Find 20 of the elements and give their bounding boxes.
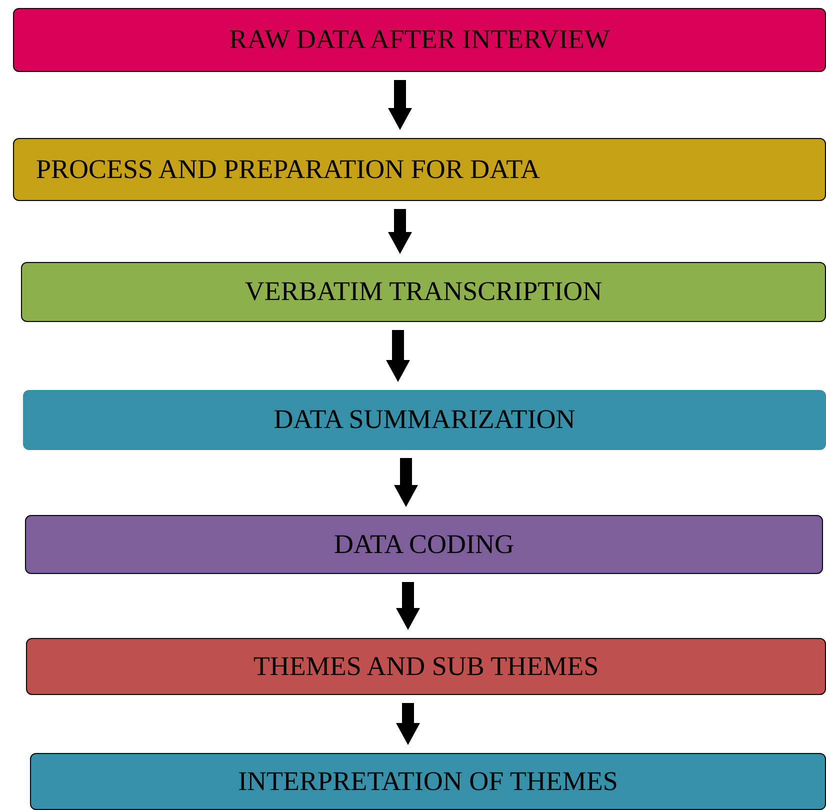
process-box <box>13 8 826 72</box>
step-label: DATA SUMMARIZATION <box>274 403 576 436</box>
process-box <box>26 638 826 695</box>
arrow <box>388 80 412 130</box>
step-label: RAW DATA AFTER INTERVIEW <box>229 23 610 56</box>
arrow <box>388 209 412 254</box>
process-box <box>21 262 826 322</box>
step-label: THEMES AND SUB THEMES <box>253 650 599 683</box>
process-box <box>13 138 826 201</box>
process-box <box>23 390 826 450</box>
process-box <box>30 753 826 810</box>
arrow <box>396 582 420 630</box>
step-label: VERBATIM TRANSCRIPTION <box>244 275 602 308</box>
arrow <box>394 458 418 507</box>
step-label: DATA CODING <box>334 528 514 561</box>
step-label: INTERPRETATION OF THEMES <box>238 764 618 798</box>
process-box <box>25 515 823 574</box>
arrow <box>396 703 420 745</box>
arrow <box>386 330 410 382</box>
step-label: PROCESS AND PREPARATION FOR DATA <box>36 152 540 186</box>
